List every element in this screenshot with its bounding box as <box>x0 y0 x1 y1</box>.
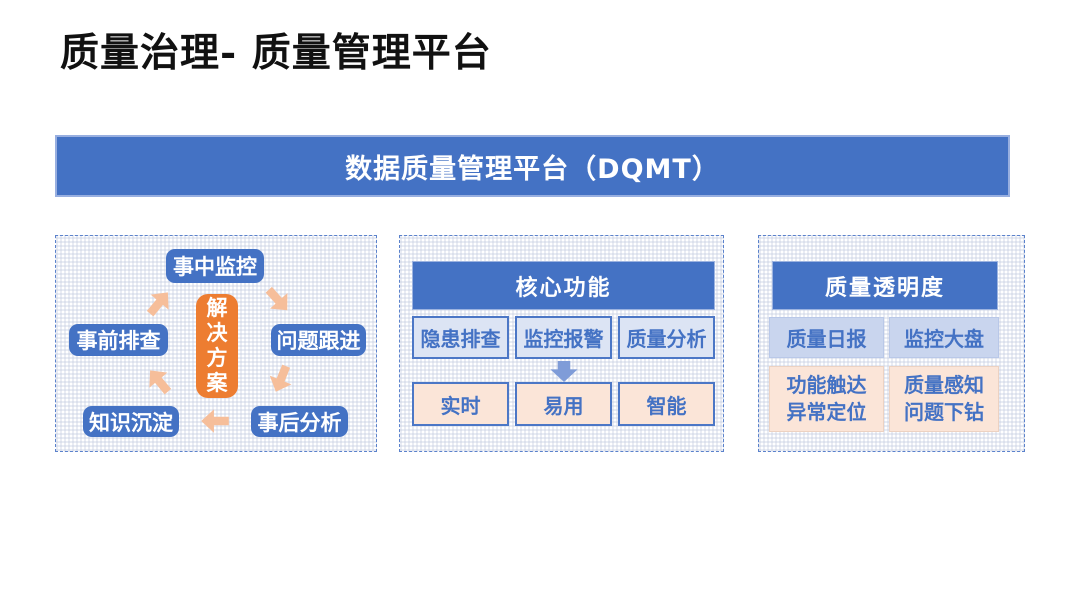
core-functions-header: 核心功能 <box>412 261 715 310</box>
cycle-arrow-left-icon <box>198 404 232 438</box>
solution-center-box: 解决方案 <box>196 294 238 398</box>
cycle-arrow-down-left-icon <box>259 357 303 401</box>
panel-transparency: 质量透明度 质量日报 监控大盘 功能触达 异常定位 质量感知 问题下钻 <box>758 235 1025 452</box>
function-cell: 监控报警 <box>515 316 612 359</box>
quality-cell: 智能 <box>618 382 715 426</box>
transparency-cell: 监控大盘 <box>889 317 999 358</box>
stage-knowledge: 知识沉淀 <box>83 406 179 437</box>
stage-issue-follow: 问题跟进 <box>271 324 366 356</box>
stage-pre-check: 事前排查 <box>69 324 168 356</box>
cycle-arrow-down-right-icon <box>254 276 302 324</box>
down-arrow-icon <box>549 360 579 383</box>
transparency-cell: 功能触达 异常定位 <box>769 366 884 432</box>
panel-core-functions: 核心功能 隐患排查 监控报警 质量分析 实时 易用 智能 <box>399 235 724 452</box>
panel-lifecycle: 事中监控 事前排查 问题跟进 知识沉淀 事后分析 解决方案 <box>55 235 377 452</box>
function-cell: 质量分析 <box>618 316 715 359</box>
transparency-header: 质量透明度 <box>772 261 998 310</box>
page-title: 质量治理- 质量管理平台 <box>60 30 492 76</box>
transparency-cell: 质量日报 <box>769 317 884 358</box>
transparency-cell: 质量感知 问题下钻 <box>889 366 999 432</box>
cell-line: 质量感知 <box>904 373 984 397</box>
solution-label: 解决方案 <box>206 296 228 395</box>
stage-post-analysis: 事后分析 <box>251 406 348 437</box>
banner-dqmt: 数据质量管理平台（DQMT） <box>55 135 1010 197</box>
cycle-arrow-up-left-icon <box>135 357 183 405</box>
cell-line: 问题下钻 <box>904 400 984 424</box>
cell-line: 异常定位 <box>786 400 867 424</box>
stage-monitor-during: 事中监控 <box>166 249 264 283</box>
cycle-arrow-up-right-icon <box>135 279 183 327</box>
function-cell: 隐患排查 <box>412 316 509 359</box>
cell-line: 功能触达 <box>786 373 867 397</box>
quality-cell: 实时 <box>412 382 509 426</box>
banner-title: 数据质量管理平台（DQMT） <box>345 153 720 185</box>
quality-cell: 易用 <box>515 382 612 426</box>
